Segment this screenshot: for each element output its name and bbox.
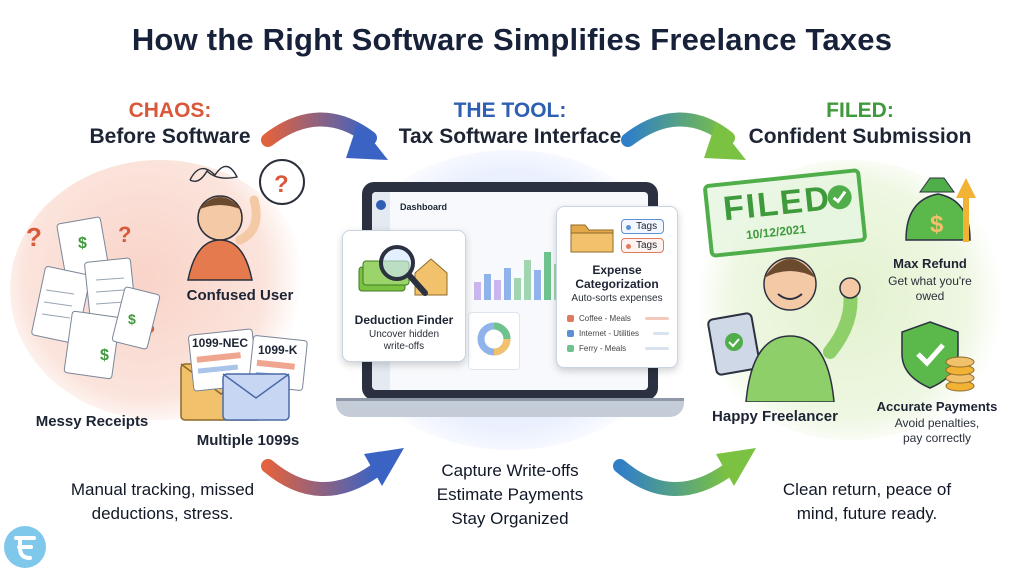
arrow-chaos-to-tool-top: [261, 112, 388, 160]
tool-title: Tax Software Interface: [398, 125, 622, 148]
multiple-1099s-label: Multiple 1099s: [196, 432, 300, 449]
tablet-icon: [707, 312, 761, 376]
expense-row: Coffee - Meals: [567, 311, 669, 326]
receipt-icon: $: [63, 310, 121, 380]
forms-illustration: [180, 328, 308, 421]
question-mark-icon: ?: [26, 222, 42, 252]
happy-freelancer-label: Happy Freelancer: [712, 408, 838, 425]
expense-row-label: Internet - Utilities: [579, 329, 640, 338]
deduction-finder-title: Deduction Finder: [354, 313, 454, 327]
scribble-icon: [189, 165, 239, 183]
category-swatch: [567, 330, 574, 337]
filed-title: Confident Submission: [748, 125, 972, 148]
tool-benefits: Capture Write-offs Estimate Payments Sta…: [400, 459, 620, 531]
category-swatch: [567, 345, 574, 352]
accurate-payments-label: Accurate Payments: [876, 399, 998, 414]
benefit-item: Stay Organized: [451, 509, 569, 528]
svg-text:$: $: [930, 211, 944, 238]
tag-chip: Tags: [621, 219, 665, 234]
chart-bar: [494, 280, 501, 300]
receipt-icon: $: [111, 286, 161, 350]
filed-summary: Clean return, peace of mind, future read…: [782, 480, 952, 523]
svg-text:$: $: [100, 347, 109, 364]
magnifier-money-icon: [358, 245, 448, 296]
folder-icon: [570, 224, 614, 253]
svg-text:$: $: [78, 235, 87, 252]
svg-text:$: $: [128, 311, 136, 327]
filed-kicker: FILED:: [826, 99, 894, 122]
happy-person-icon: [745, 257, 861, 402]
chaos-heading: CHAOS: Before Software: [60, 98, 280, 150]
expense-row-label: Coffee - Meals: [579, 314, 631, 323]
tool-heading: THE TOOL: Tax Software Interface: [380, 98, 640, 150]
expense-categorization-desc: Auto-sorts expenses: [571, 293, 663, 304]
benefit-item: Capture Write-offs: [441, 461, 579, 480]
app-logo-icon: [376, 200, 386, 210]
summary-panel: [468, 312, 520, 370]
benefit-item: Estimate Payments: [436, 485, 584, 504]
expense-row: Ferry - Meals: [567, 341, 669, 356]
max-refund-desc: Get what you're owed: [888, 274, 972, 303]
chaos-title: Before Software: [89, 125, 251, 148]
tool-kicker: THE TOOL:: [453, 99, 567, 122]
chart-bar: [524, 260, 531, 300]
deduction-finder-card: Deduction Finder Uncover hidden write-of…: [342, 230, 466, 362]
max-refund-label: Max Refund: [893, 256, 967, 271]
svg-text:?: ?: [274, 171, 289, 198]
accurate-payments-desc: Avoid penalties, pay correctly: [894, 416, 980, 445]
messy-receipts-label: Messy Receipts: [35, 413, 149, 430]
chart-bar: [514, 278, 521, 300]
filed-stamp-text: FILED: [721, 179, 833, 229]
form-1099-k-label: 1099-K: [258, 343, 298, 357]
question-mark-icon: ?: [118, 222, 131, 247]
form-1099-nec-label: 1099-NEC: [192, 336, 249, 350]
expense-bar: [645, 347, 669, 350]
chart-bar: [474, 282, 481, 300]
expense-categorization-card: Tags Tags Expense Categorization Auto-so…: [556, 206, 678, 368]
expense-categorization-title: Expense Categorization: [575, 263, 659, 291]
svg-text:?: ?: [26, 222, 42, 252]
expense-list: Coffee - Meals Internet - Utilities Ferr…: [567, 311, 669, 356]
chart-bar: [544, 252, 551, 300]
confused-person-icon: [187, 195, 261, 281]
arrow-tool-to-filed-top: [621, 112, 746, 160]
chart-bar: [484, 274, 491, 300]
checkmark-icon: [827, 185, 852, 210]
expense-bar: [645, 317, 669, 320]
expense-row: Internet - Utilities: [567, 326, 669, 341]
page-title: How the Right Software Simplifies Freela…: [131, 22, 893, 57]
chart-bar: [504, 268, 511, 300]
dashboard-title: Dashboard: [400, 202, 448, 212]
tag-chip: Tags: [621, 238, 665, 253]
thought-bubble-icon: ?: [259, 159, 305, 205]
tag-list: Tags Tags: [621, 219, 665, 253]
filed-heading: FILED: Confident Submission: [740, 98, 980, 150]
expense-bar: [653, 332, 669, 335]
svg-text:?: ?: [118, 222, 131, 247]
dashboard-bar-chart: [474, 252, 561, 300]
donut-chart: [477, 322, 511, 356]
arrow-chaos-to-tool-bottom: [261, 448, 404, 496]
money-bag-icon: $: [905, 177, 976, 242]
envelope-icon: [222, 373, 290, 421]
shield-icon: [901, 321, 975, 392]
confused-user-label: Confused User: [186, 287, 294, 304]
chart-bar: [534, 270, 541, 300]
happy-freelancer-illustration: [707, 257, 861, 402]
arrow-tool-to-filed-bottom: [613, 448, 756, 496]
confused-user-illustration: ?: [187, 159, 305, 281]
brand-logo-icon: [4, 526, 46, 568]
chaos-kicker: CHAOS:: [128, 99, 212, 122]
category-swatch: [567, 315, 574, 322]
coin-stack-icon: [945, 356, 975, 392]
deduction-finder-desc: Uncover hidden write-offs: [368, 329, 440, 352]
expense-row-label: Ferry - Meals: [579, 344, 627, 353]
filed-stamp: FILED 10/12/2021: [702, 167, 868, 259]
chaos-summary: Manual tracking, missed deductions, stre…: [70, 480, 255, 523]
laptop-base: [336, 398, 684, 417]
messy-receipts-illustration: ? ? ? $ $ $: [26, 216, 161, 380]
